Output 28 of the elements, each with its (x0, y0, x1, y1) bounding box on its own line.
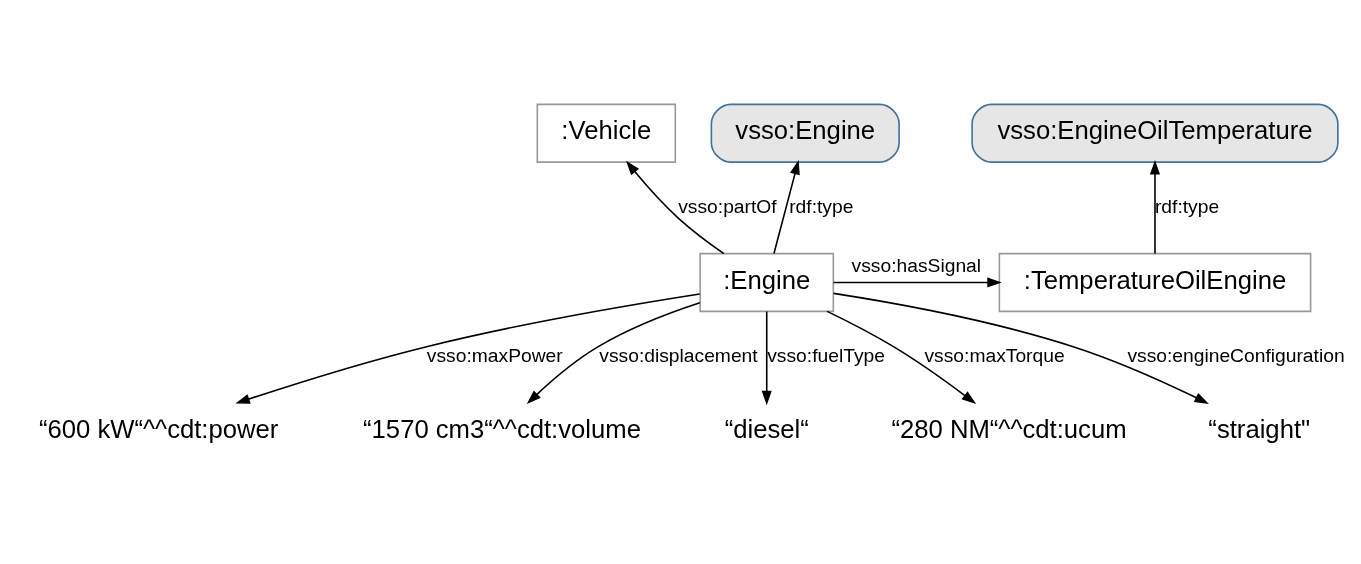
arrow (1149, 159, 1161, 254)
edge-label: vsso:hasSignal (851, 254, 982, 276)
arrow (773, 159, 800, 254)
node-text: “1570 cm3“^^cdt:volume (363, 414, 641, 443)
edge-label: vsso:displacement (599, 344, 758, 366)
node-text: “600 kW“^^cdt:power (39, 414, 279, 443)
node-text: “diesel“ (724, 414, 809, 443)
edge-label: rdf:type (1154, 195, 1220, 217)
arrow (526, 301, 701, 404)
node-box: :Engine (699, 252, 835, 312)
edge-label: vsso:maxPower (426, 344, 563, 366)
node-box: vsso:EngineOilTemperature (971, 103, 1339, 163)
node-box: :TemperatureOilEngine (998, 252, 1312, 312)
arrow (832, 292, 1209, 404)
edge-label: vsso:fuelType (767, 344, 885, 366)
edge-label: vsso:engineConfiguration (1127, 344, 1345, 366)
arrow (235, 292, 701, 404)
arrow (626, 160, 725, 254)
node-box: :Vehicle (536, 103, 677, 163)
arrow (761, 310, 772, 405)
arrow (832, 276, 1002, 288)
edge-label: vsso:maxTorque (924, 344, 1065, 366)
node-text: “280 NM“^^cdt:ucum (891, 414, 1127, 443)
node-box: vsso:Engine (710, 103, 900, 163)
edge-label: rdf:type (789, 195, 854, 217)
node-text: “straight" (1208, 414, 1311, 443)
edge-label: vsso:partOf (678, 195, 777, 217)
arrow (826, 310, 977, 404)
